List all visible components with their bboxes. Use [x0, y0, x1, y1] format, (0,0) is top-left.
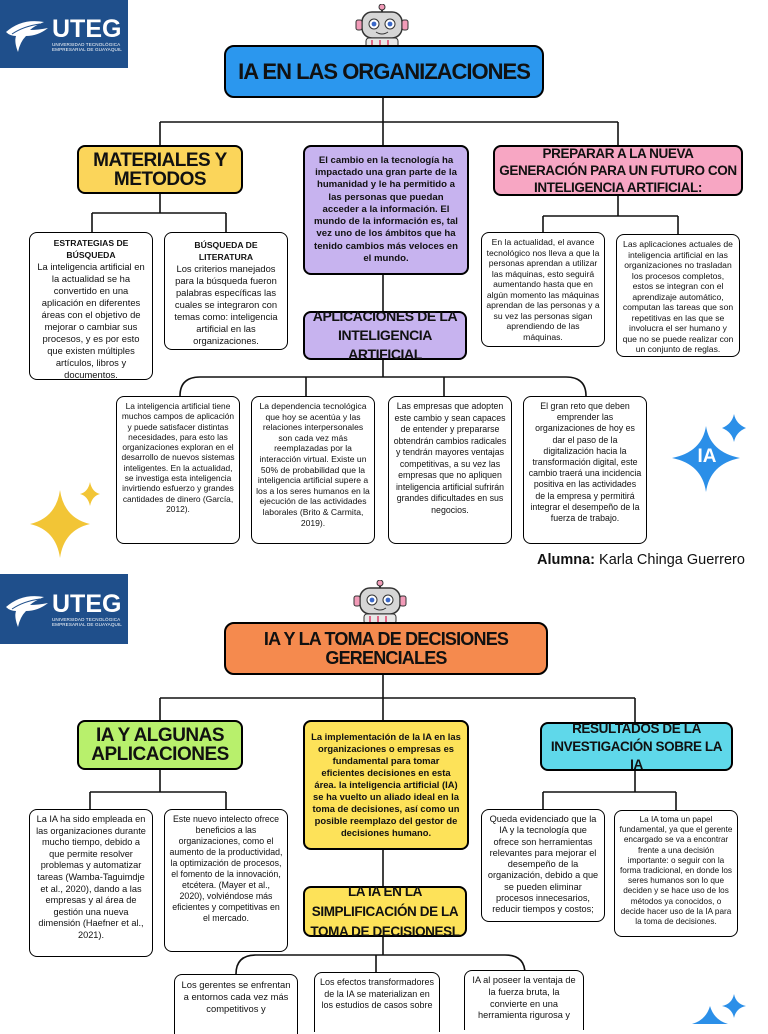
map2-sub-topic-text: LA IA EN LA SIMPLIFICACIÓN DE LA TOMA DE… [310, 883, 460, 939]
map2-connectors [89, 674, 677, 975]
map2-center-text: La implementación de la IA en las organi… [311, 731, 461, 838]
map1-connectors [91, 98, 679, 397]
map2-left-topic: IA Y ALGUNAS APLICACIONES [77, 720, 243, 770]
author-line: Alumna: Karla Chinga Guerrero [537, 552, 745, 568]
logo-subtitle-2-line2: EMPRESARIAL DE GUAYAQUIL [52, 622, 122, 627]
uteg-logo-2: UTEG UNIVERSIDAD TECNOLÓGICA EMPRESARIAL… [0, 574, 128, 644]
map2-bottom-note-1: Los gerentes se enfrentan a entornos cad… [174, 974, 298, 1034]
map2-bottom-note-1-text: Los gerentes se enfrentan a entornos cad… [181, 979, 291, 1014]
map1-left-note-2-heading: BÚSQUEDA DE LITERATURA [194, 240, 258, 262]
sparkle-blue-icon [692, 994, 746, 1024]
map2-right-topic: RESULTADOS DE LA INVESTIGACIÓN SOBRE LA … [540, 720, 733, 772]
map1-left-note-2: BÚSQUEDA DE LITERATURA Los criterios man… [164, 232, 288, 350]
map1-left-topic: MATERIALES Y METODOS [77, 145, 243, 194]
map2-bottom-note-3-text: IA al poseer la ventaja de la fuerza bru… [472, 975, 576, 1021]
map2-bottom-note-2-text: Los efectos transformadores de la IA se … [319, 977, 435, 1010]
map1-bottom-note-3-text: Las empresas que adopten este cambio y s… [393, 401, 507, 515]
map1-right-note-1: En la actualidad, el avance tecnológico … [481, 232, 605, 347]
map2-right-note-1: Queda evidenciado que la IA y la tecnolo… [481, 809, 605, 922]
map2-left-note-2: Este nuevo intelecto ofrece beneficios a… [164, 809, 288, 952]
map2-left-note-1: La IA ha sido empleada en las organizaci… [29, 809, 153, 957]
uteg-logo: UTEG UNIVERSIDAD TECNOLÓGICA EMPRESARIAL… [0, 0, 128, 68]
robot-icon-2 [353, 580, 407, 624]
map1-right-topic: PREPARAR A LA NUEVA GENERACIÓN PARA UN F… [493, 145, 743, 196]
condor-emblem-icon [6, 596, 48, 627]
map1-bottom-note-3: Las empresas que adopten este cambio y s… [388, 396, 512, 544]
logo-subtitle-line2: EMPRESARIAL DE GUAYAQUIL [52, 47, 122, 52]
robot-icon [355, 4, 409, 48]
sparkle-gold-icon [30, 482, 100, 558]
map1-center-topic: El cambio en la tecnología ha impactado … [303, 145, 469, 275]
map2-title: IA Y LA TOMA DE DECISIONES GERENCIALES [224, 622, 548, 675]
author-label: Alumna: [537, 552, 595, 568]
map1-sub-topic: APLICACIONES DE LA INTELIGENCIA ARTIFICI… [303, 308, 467, 362]
map1-title-text: IA EN LAS ORGANIZACIONES [238, 59, 531, 84]
map2-right-note-2-text: La IA toma un papel fundamental, ya que … [619, 815, 733, 927]
map2-right-topic-text: RESULTADOS DE LA INVESTIGACIÓN SOBRE LA … [550, 720, 723, 772]
map2-sub-topic: LA IA EN LA SIMPLIFICACIÓN DE LA TOMA DE… [303, 884, 467, 939]
logo-wordmark: UTEG [52, 14, 122, 43]
map1-left-note-1-text: La inteligencia artificial en la actuali… [37, 261, 145, 380]
map1-title: IA EN LAS ORGANIZACIONES [224, 45, 544, 98]
map2-center-topic: La implementación de la IA en las organi… [303, 720, 469, 850]
map1-left-note-1: ESTRATEGIAS DE BÚSQUEDA La inteligencia … [29, 232, 153, 380]
map1-bottom-note-4-text: El gran reto que deben emprender las org… [528, 401, 642, 524]
map1-bottom-note-1-text: La inteligencia artificial tiene muchos … [121, 401, 235, 514]
map1-bottom-note-4: El gran reto que deben emprender las org… [523, 396, 647, 544]
map1-right-topic-text: PREPARAR A LA NUEVA GENERACIÓN PARA UN F… [499, 146, 737, 195]
map1-bottom-note-1: La inteligencia artificial tiene muchos … [116, 396, 240, 544]
map2-bottom-note-3: IA al poseer la ventaja de la fuerza bru… [464, 970, 584, 1030]
map2-right-note-2: La IA toma un papel fundamental, ya que … [614, 810, 738, 937]
logo-wordmark-2: UTEG [52, 589, 122, 618]
map1-left-note-1-heading: ESTRATEGIAS DE BÚSQUEDA [53, 238, 129, 260]
author-name: Karla Chinga Guerrero [599, 552, 745, 568]
map2-left-note-1-text: La IA ha sido empleada en las organizaci… [36, 814, 146, 940]
logo-subtitle-2-line1: UNIVERSIDAD TECNOLÓGICA [52, 616, 121, 622]
map1-sub-topic-text: APLICACIONES DE LA INTELIGENCIA ARTIFICI… [312, 308, 458, 362]
logo-subtitle-line1: UNIVERSIDAD TECNOLÓGICA [52, 41, 121, 47]
map1-left-topic-text: MATERIALES Y METODOS [93, 149, 227, 190]
map2-left-note-2-text: Este nuevo intelecto ofrece beneficios a… [169, 814, 283, 923]
condor-emblem-icon [6, 21, 48, 52]
map1-center-text: El cambio en la tecnología ha impactado … [314, 155, 458, 264]
map1-right-note-1-text: En la actualidad, el avance tecnológico … [486, 237, 600, 342]
map1-bottom-note-2: La dependencia tecnológica que hoy se ac… [251, 396, 375, 544]
map1-bottom-note-2-text: La dependencia tecnológica que hoy se ac… [256, 401, 370, 528]
map2-title-text: IA Y LA TOMA DE DECISIONES GERENCIALES [263, 628, 509, 668]
map1-right-note-2-text: Las aplicaciones actuales de inteligenci… [622, 239, 734, 354]
map1-right-note-2: Las aplicaciones actuales de inteligenci… [616, 234, 740, 357]
sparkle-ia-icon [672, 414, 746, 492]
map2-bottom-note-2: Los efectos transformadores de la IA se … [314, 972, 440, 1032]
map2-right-note-1-text: Queda evidenciado que la IA y la tecnolo… [487, 814, 599, 915]
map1-left-note-2-text: Los criterios manejados para la búsqueda… [174, 263, 278, 346]
ia-badge-label: IA [697, 446, 717, 467]
map2-left-topic-text: IA Y ALGUNAS APLICACIONES [91, 725, 229, 765]
